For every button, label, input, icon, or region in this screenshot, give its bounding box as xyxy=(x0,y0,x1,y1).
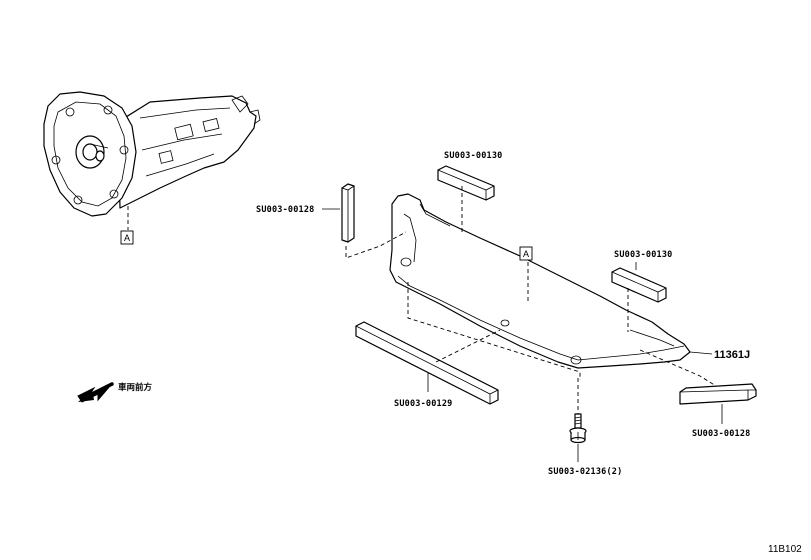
sheet-id-label: 11B102 xyxy=(768,544,802,555)
seal-right-upper-label[interactable]: SU003-00130 xyxy=(614,250,673,260)
cover-part-number[interactable]: 11361J xyxy=(714,349,750,361)
seal-strip-left-drawing[interactable] xyxy=(341,183,407,259)
bolt-drawing[interactable] xyxy=(569,378,587,462)
bolt-label[interactable]: SU003-02136(2) xyxy=(548,467,622,477)
svg-text:A: A xyxy=(124,233,130,243)
seal-strip-bottom-right-drawing[interactable] xyxy=(639,349,757,405)
seal-bottom-left-label[interactable]: SU003-00129 xyxy=(394,399,453,409)
seal-top-label[interactable]: SU003-00130 xyxy=(444,151,503,161)
transmission-drawing[interactable] xyxy=(43,91,261,230)
front-arrow-icon xyxy=(77,382,114,403)
seal-left-label[interactable]: SU003-00128 xyxy=(256,205,315,215)
seal-strip-right-upper-drawing[interactable] xyxy=(611,267,667,332)
seal-strip-top-drawing[interactable] xyxy=(437,165,495,234)
front-direction-label: 車両前方 xyxy=(118,382,153,393)
transmission-ref-marker[interactable]: A xyxy=(120,230,134,245)
svg-text:A: A xyxy=(523,249,529,259)
cover-ref-marker[interactable]: A xyxy=(519,246,533,261)
cover-plate-drawing[interactable] xyxy=(389,193,691,369)
seal-strip-bottom-left-drawing[interactable] xyxy=(355,282,581,405)
seal-bottom-right-label[interactable]: SU003-00128 xyxy=(692,429,751,439)
